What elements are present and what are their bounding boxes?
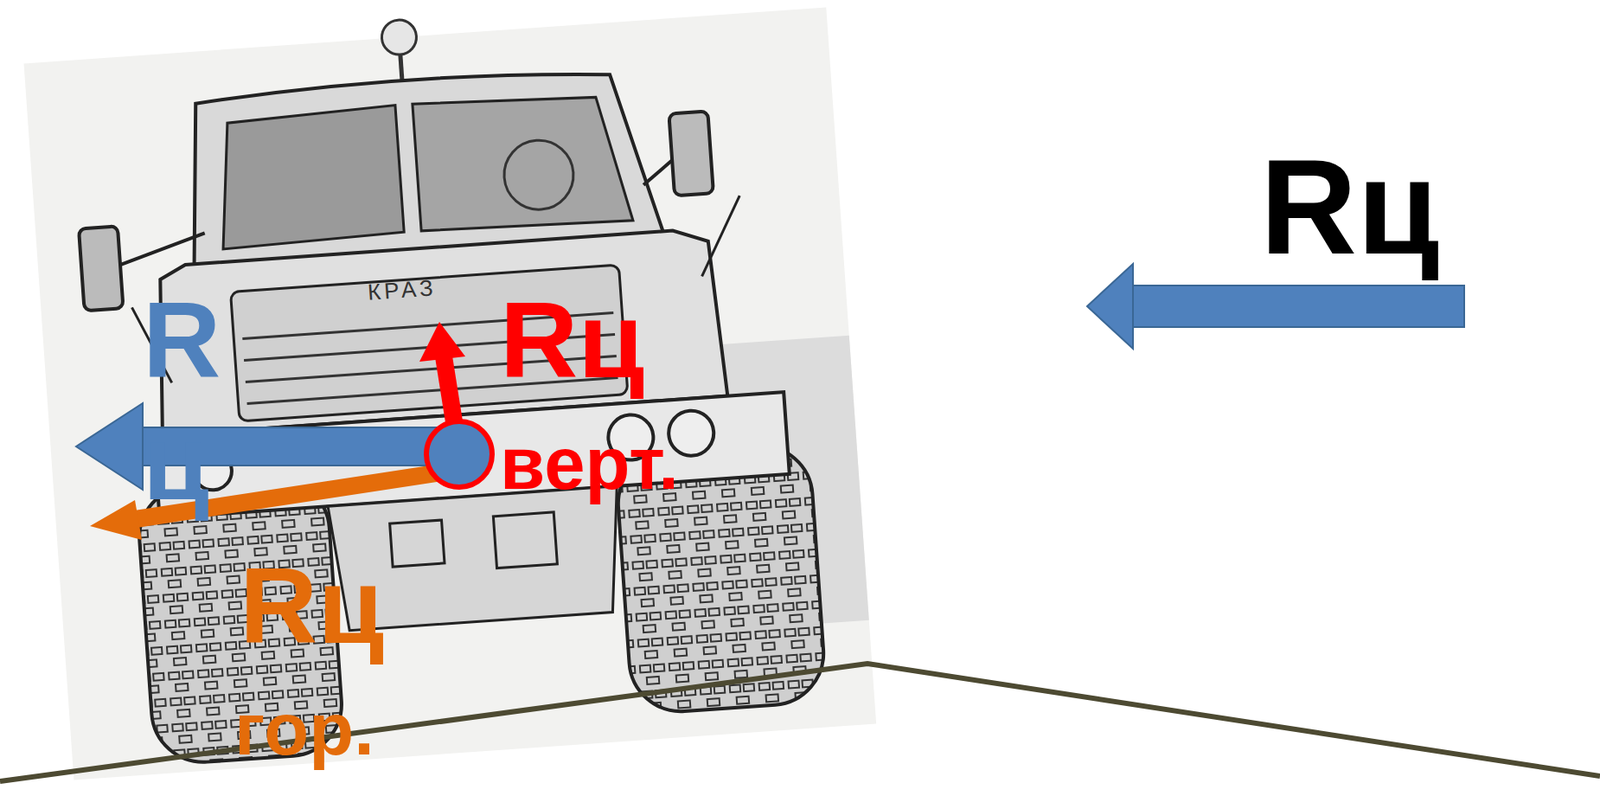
force-arrow-shaft [1128,285,1465,327]
force-subscript: гор. [234,691,375,766]
underbody-detail [390,519,445,567]
antenna [696,195,745,276]
force-label: R [142,285,221,394]
force-label: Rц [239,550,384,660]
center-of-mass [426,421,493,487]
force-arrow-head [76,403,143,490]
force-label: Rц [499,285,645,394]
component-arrow-head [419,321,466,362]
windshield [213,105,404,250]
beacon [380,19,418,57]
force-label: Rц [1260,140,1440,275]
underbody-detail [492,512,557,569]
component-arrow-head [89,499,142,540]
force-subscript: верт. [499,426,679,500]
force-subscript: ц [142,407,210,516]
mirror [668,110,714,196]
road-surface [0,663,1600,781]
mirror [78,225,124,311]
windshield [412,89,634,236]
truck-drawing [22,0,877,780]
mirror-arm [118,232,207,265]
force-arrow-head [1087,263,1133,349]
brand-logo: КРАЗ [366,275,437,303]
steering-wheel [501,138,576,212]
sketch-background [24,7,877,781]
